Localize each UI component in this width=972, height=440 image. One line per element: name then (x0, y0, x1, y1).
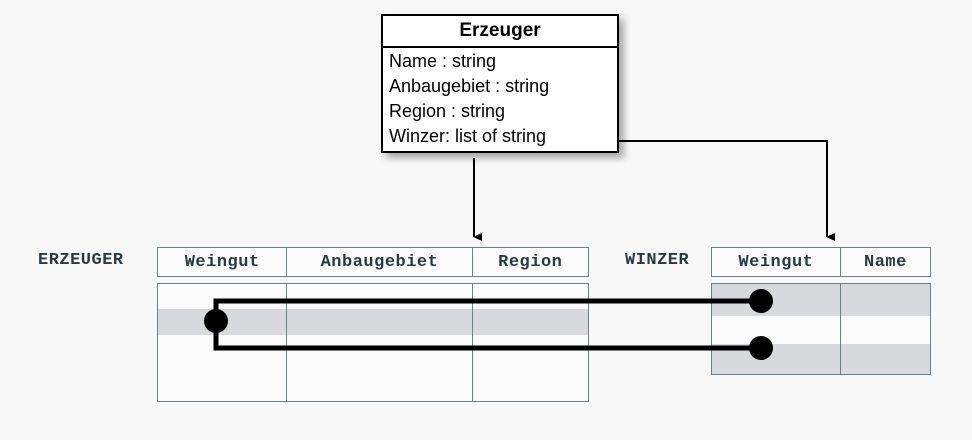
uml-class-box: Erzeuger Name : string Anbaugebiet : str… (381, 14, 619, 153)
table-cell (712, 344, 841, 374)
class-attribute: Anbaugebiet : string (389, 76, 550, 96)
table-cell (712, 284, 841, 316)
table-row-highlighted[interactable] (712, 344, 930, 374)
table-cell (158, 284, 288, 309)
arrow-to-winzer (612, 140, 835, 241)
table-cell (841, 284, 930, 316)
table-row-highlighted[interactable] (712, 284, 930, 316)
table-body-winzer (711, 283, 931, 375)
table-row[interactable] (712, 316, 930, 344)
table-row-highlighted[interactable] (158, 309, 588, 335)
table-cell (473, 335, 588, 368)
class-attribute: Region : string (389, 101, 506, 121)
column-header-weingut: Weingut (712, 248, 841, 276)
table-header-erzeuger: Weingut Anbaugebiet Region (157, 247, 589, 277)
column-header-region: Region (498, 252, 563, 272)
table-row[interactable] (158, 368, 588, 401)
class-attribute-list: Name : string Anbaugebiet : string Regio… (383, 48, 617, 151)
table-cell (473, 368, 588, 401)
column-header-anbaugebiet: Anbaugebiet (287, 248, 473, 276)
table-cell (287, 335, 473, 368)
table-cell (841, 316, 930, 344)
table-header-winzer: Weingut Name (711, 247, 931, 277)
table-cell (287, 284, 473, 309)
table-cell (287, 368, 473, 401)
table-label-winzer: WINZER (625, 251, 690, 270)
table-cell (473, 284, 588, 309)
table-body-erzeuger (157, 283, 589, 402)
table-row[interactable] (158, 335, 588, 368)
table-cell (712, 316, 841, 344)
column-header-name: Name (864, 252, 907, 272)
table-cell (841, 344, 930, 374)
table-cell (158, 309, 288, 335)
class-attribute: Name : string (389, 51, 497, 71)
table-cell (473, 309, 588, 335)
class-attribute-winzer-list: Winzer: list of string (389, 126, 547, 146)
table-cell (158, 368, 288, 401)
table-label-erzeuger: ERZEUGER (38, 251, 124, 270)
column-header-weingut: Weingut (158, 248, 288, 276)
table-cell (287, 309, 473, 335)
class-title: Erzeuger (383, 16, 617, 48)
table-cell (158, 335, 288, 368)
table-row[interactable] (158, 284, 588, 309)
